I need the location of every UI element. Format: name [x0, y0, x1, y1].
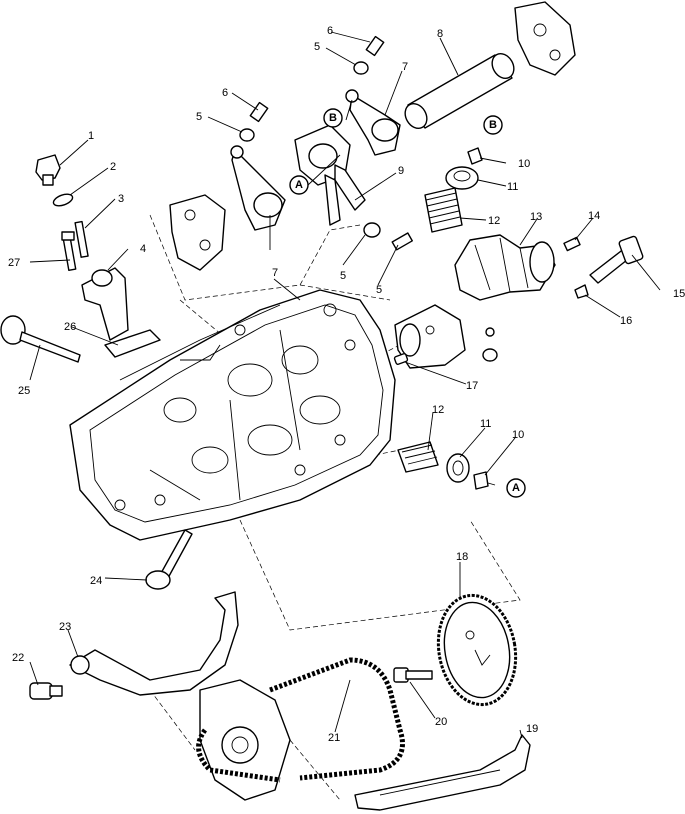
- cam-housing: [394, 304, 466, 369]
- chain-guide-19: [354, 734, 531, 811]
- ref-callout-a-lower: A: [506, 478, 526, 498]
- svg-text:A: A: [295, 179, 303, 191]
- plug-bolt-1: [35, 154, 61, 186]
- cam-sprocket-18: [436, 593, 518, 707]
- rocker-support-left: [169, 194, 226, 271]
- adjuster-screw-middle: [391, 232, 413, 251]
- gasket-26: [104, 329, 161, 358]
- part-label-27: 27: [8, 257, 20, 269]
- leader-lines: [29, 31, 661, 739]
- svg-text:B: B: [329, 112, 337, 124]
- tensioner-bolt-22: [29, 682, 63, 700]
- part-label-3: 3: [118, 193, 124, 205]
- part-label-24: 24: [90, 575, 102, 587]
- part-label-11a: 11: [507, 181, 518, 193]
- plug-14: [563, 236, 581, 252]
- part-label-12b: 12: [432, 404, 444, 416]
- part-label-5c: 5: [340, 270, 346, 282]
- valve-spring-upper: [424, 187, 463, 233]
- part-label-11b: 11: [480, 418, 491, 430]
- cylinder-head: [69, 289, 396, 541]
- washer-2: [52, 193, 74, 207]
- exhaust-valve-25: [0, 315, 81, 363]
- rocker-arm-lower: [230, 145, 286, 231]
- svg-text:B: B: [489, 119, 497, 131]
- part-label-15: 15: [673, 288, 685, 300]
- part-label-8: 8: [437, 28, 443, 40]
- part-label-7a: 7: [402, 61, 408, 73]
- part-label-6b: 6: [222, 87, 228, 99]
- part-label-12a: 12: [488, 215, 500, 227]
- locknut-left: [239, 128, 255, 142]
- part-label-20: 20: [435, 716, 447, 728]
- ref-callout-b-left: B: [323, 108, 343, 128]
- part-label-7b: 7: [272, 267, 278, 279]
- part-label-6a: 6: [327, 25, 333, 37]
- part-label-16: 16: [620, 315, 632, 327]
- chain-guide-23: [69, 591, 239, 696]
- bolt-27: [61, 231, 77, 271]
- part-label-5a: 5: [314, 41, 320, 53]
- part-label-25: 25: [18, 385, 30, 397]
- part-label-10a: 10: [518, 158, 530, 170]
- part-label-2: 2: [110, 161, 116, 173]
- part-label-4: 4: [140, 243, 146, 255]
- rocker-arm-upper: [345, 89, 401, 156]
- ref-callout-b-right: B: [483, 115, 503, 135]
- part-label-5b: 5: [196, 111, 202, 123]
- valve-guide-bracket-4: [81, 267, 129, 341]
- part-label-26: 26: [64, 321, 76, 333]
- locknut-upper: [353, 61, 369, 75]
- camshaft-pin: [485, 327, 495, 337]
- rocker-shaft: [404, 52, 515, 130]
- decompression-shaft-15: [589, 235, 644, 284]
- intake-valve-24: [145, 529, 193, 590]
- part-label-18: 18: [456, 551, 468, 563]
- part-label-23: 23: [59, 621, 71, 633]
- camshaft-nut: [482, 348, 498, 362]
- valve-keeper-upper: [467, 147, 483, 165]
- reference-callouts: A A B B: [289, 108, 526, 498]
- bolt-3: [74, 220, 89, 258]
- part-label-22: 22: [12, 652, 24, 664]
- part-label-10b: 10: [512, 429, 524, 441]
- camshaft: [454, 234, 556, 301]
- spring-retainer-upper: [445, 166, 479, 190]
- part-label-9: 9: [398, 165, 404, 177]
- part-label-17: 17: [466, 380, 478, 392]
- part-number-labels: 1 2 3 4 5 5 5 5 6 6 7 7 8 9 10 10 11 11 …: [8, 25, 685, 744]
- svg-text:A: A: [512, 482, 520, 494]
- valve-keeper-lower: [473, 471, 489, 490]
- part-label-1: 1: [88, 130, 94, 142]
- sprocket-bolt-20: [393, 667, 433, 683]
- clip-16: [574, 284, 589, 299]
- adjuster-screw-left: [249, 101, 269, 123]
- dowel-pin-17: [393, 353, 409, 365]
- locknut-middle: [363, 222, 381, 238]
- valve-spring-lower: [397, 441, 439, 473]
- spring-retainer-lower: [446, 453, 470, 483]
- part-label-19: 19: [526, 723, 538, 735]
- part-label-13: 13: [530, 211, 542, 223]
- rocker-support-top: [514, 1, 576, 76]
- part-label-14: 14: [588, 210, 600, 222]
- part-label-21: 21: [328, 732, 340, 744]
- adjuster-screw-upper: [365, 35, 385, 57]
- part-label-5d: 5: [376, 284, 382, 296]
- ref-callout-a-upper: A: [289, 175, 309, 195]
